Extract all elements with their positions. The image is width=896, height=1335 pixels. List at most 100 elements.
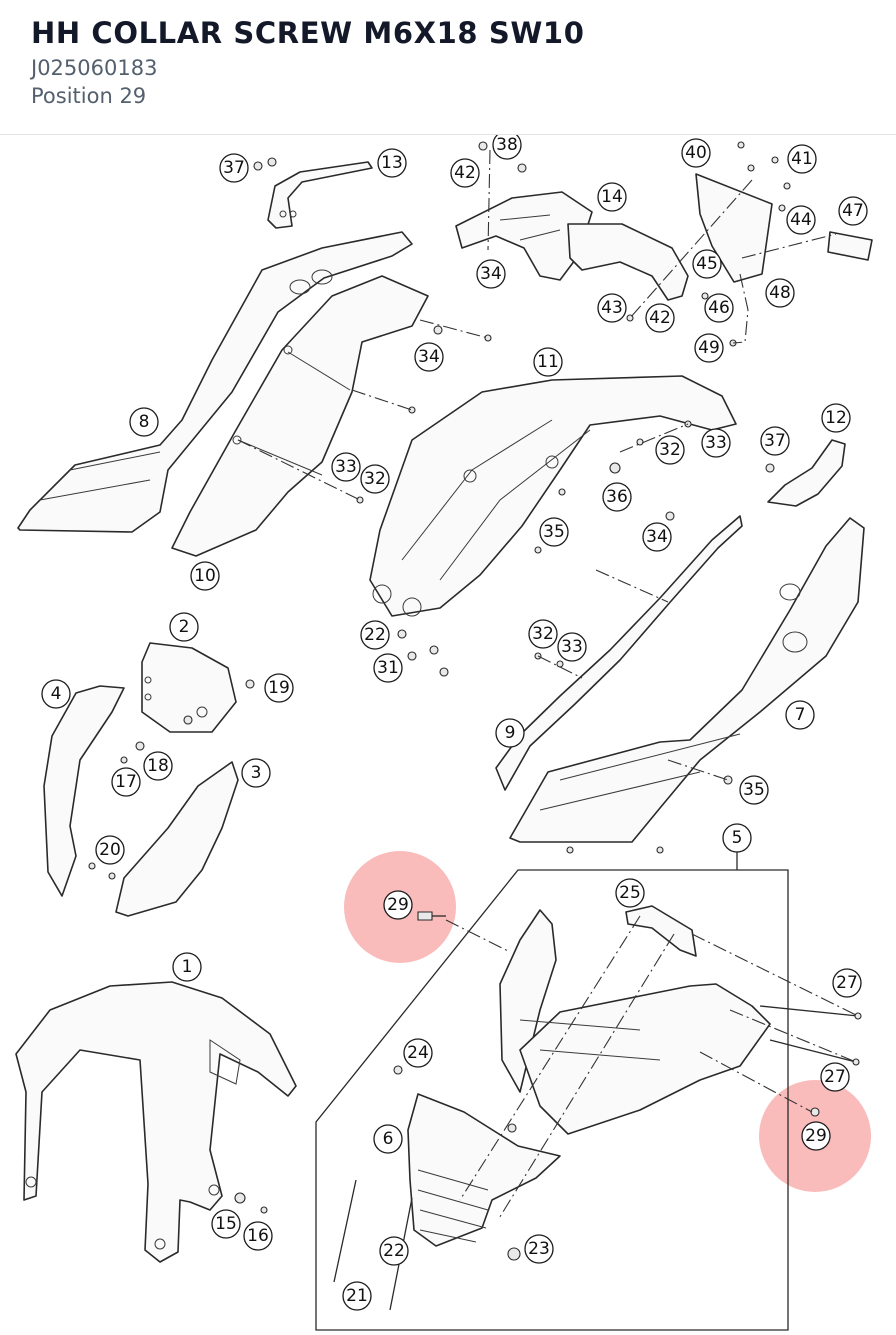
front-cover-6 (407, 1093, 561, 1247)
part-position: Position 29 (31, 84, 147, 108)
callout-42-b[interactable]: 42 (645, 303, 675, 333)
callout-8-label: 8 (139, 412, 150, 432)
callout-29-upper-label: 29 (387, 895, 409, 915)
callout-10[interactable]: 10 (190, 561, 220, 591)
callout-5-label: 5 (732, 828, 743, 848)
callout-24-label: 24 (407, 1043, 429, 1063)
inner-panel-10 (171, 275, 429, 557)
part-header: HH COLLAR SCREW M6X18 SW10 J025060183 Po… (0, 0, 896, 135)
callout-34-b-label: 34 (418, 347, 440, 367)
callout-1[interactable]: 1 (172, 952, 202, 982)
callout-34-a[interactable]: 34 (476, 259, 506, 289)
front-side-panel-4 (43, 685, 125, 897)
callout-23[interactable]: 23 (524, 1234, 554, 1264)
callout-45[interactable]: 45 (692, 249, 722, 279)
callout-29-lower[interactable]: 29 (801, 1121, 831, 1151)
exploded-parts-diagram: 1 2 3 4 5 6 7 8 9 10 11 12 13 14 15 16 1… (0, 135, 896, 1335)
callout-40[interactable]: 40 (681, 138, 711, 168)
callout-13[interactable]: 13 (377, 148, 407, 178)
callout-49[interactable]: 49 (694, 333, 724, 363)
callout-31[interactable]: 31 (373, 653, 403, 683)
callout-17-label: 17 (115, 772, 137, 792)
callout-48[interactable]: 48 (765, 278, 795, 308)
reflector-47 (827, 231, 873, 261)
callout-19-label: 19 (268, 678, 290, 698)
callout-29-lower-label: 29 (805, 1126, 827, 1146)
callout-37-b[interactable]: 37 (760, 426, 790, 456)
callout-18-label: 18 (147, 756, 169, 776)
callout-33-b[interactable]: 33 (701, 428, 731, 458)
callout-11[interactable]: 11 (533, 347, 563, 377)
callout-46[interactable]: 46 (704, 293, 734, 323)
callout-17[interactable]: 17 (111, 767, 141, 797)
callout-37-b-label: 37 (764, 431, 786, 451)
callout-35-a[interactable]: 35 (539, 517, 569, 547)
callout-8[interactable]: 8 (129, 407, 159, 437)
part-title: HH COLLAR SCREW M6X18 SW10 (31, 16, 585, 50)
callout-42-b-label: 42 (649, 308, 671, 328)
callout-7[interactable]: 7 (785, 700, 815, 730)
callout-22-upper[interactable]: 22 (360, 620, 390, 650)
callout-16[interactable]: 16 (243, 1221, 273, 1251)
callout-48-label: 48 (769, 283, 791, 303)
callout-20[interactable]: 20 (95, 835, 125, 865)
callout-2[interactable]: 2 (169, 612, 199, 642)
callout-24[interactable]: 24 (403, 1038, 433, 1068)
callout-7-label: 7 (795, 705, 806, 725)
callout-40-label: 40 (685, 143, 707, 163)
callout-14-label: 14 (601, 187, 623, 207)
callout-5[interactable]: 5 (722, 823, 752, 853)
callout-27-lower-label: 27 (824, 1067, 846, 1087)
callout-34-c[interactable]: 34 (642, 522, 672, 552)
callout-44-label: 44 (790, 210, 812, 230)
callout-labels: 1 2 3 4 5 6 7 8 9 10 11 12 13 14 15 16 1… (41, 135, 868, 1311)
callout-32-c-label: 32 (532, 624, 554, 644)
callout-38[interactable]: 38 (492, 135, 522, 160)
callout-32-b[interactable]: 32 (655, 435, 685, 465)
callout-18[interactable]: 18 (143, 751, 173, 781)
callout-37-a[interactable]: 37 (219, 153, 249, 183)
callout-21[interactable]: 21 (342, 1281, 372, 1311)
callout-47[interactable]: 47 (838, 196, 868, 226)
callout-32-a[interactable]: 32 (360, 464, 390, 494)
callout-27-upper[interactable]: 27 (832, 968, 862, 998)
callout-34-c-label: 34 (646, 527, 668, 547)
front-fender-1 (15, 981, 297, 1263)
callout-3[interactable]: 3 (241, 758, 271, 788)
callout-9[interactable]: 9 (495, 718, 525, 748)
callout-34-a-label: 34 (480, 264, 502, 284)
callout-19[interactable]: 19 (264, 673, 294, 703)
callout-45-label: 45 (696, 254, 718, 274)
callout-43[interactable]: 43 (597, 293, 627, 323)
callout-33-c[interactable]: 33 (557, 632, 587, 662)
callout-27-upper-label: 27 (836, 973, 858, 993)
callout-4[interactable]: 4 (41, 679, 71, 709)
callout-44[interactable]: 44 (786, 205, 816, 235)
part-number: J025060183 (31, 56, 158, 80)
callout-15[interactable]: 15 (211, 1209, 241, 1239)
callout-12[interactable]: 12 (821, 403, 851, 433)
callout-41[interactable]: 41 (787, 144, 817, 174)
callout-32-b-label: 32 (659, 440, 681, 460)
callout-22-lower[interactable]: 22 (379, 1236, 409, 1266)
callout-35-b[interactable]: 35 (739, 775, 769, 805)
callout-32-a-label: 32 (364, 469, 386, 489)
callout-33-a[interactable]: 33 (331, 452, 361, 482)
callout-36[interactable]: 36 (602, 482, 632, 512)
callout-1-label: 1 (182, 957, 193, 977)
callout-41-label: 41 (791, 149, 813, 169)
callout-27-lower[interactable]: 27 (820, 1062, 850, 1092)
callout-14[interactable]: 14 (597, 182, 627, 212)
callout-49-label: 49 (698, 338, 720, 358)
callout-32-c[interactable]: 32 (528, 619, 558, 649)
callout-6[interactable]: 6 (373, 1124, 403, 1154)
callout-20-label: 20 (99, 840, 121, 860)
callout-42-a[interactable]: 42 (450, 158, 480, 188)
callout-29-upper[interactable]: 29 (383, 890, 413, 920)
side-trim-3 (115, 761, 239, 917)
rear-side-panel-7 (509, 517, 865, 843)
headlight-mask-assembly-5 (499, 905, 771, 1135)
callout-22-upper-label: 22 (364, 625, 386, 645)
callout-25[interactable]: 25 (615, 878, 645, 908)
callout-34-b[interactable]: 34 (414, 342, 444, 372)
